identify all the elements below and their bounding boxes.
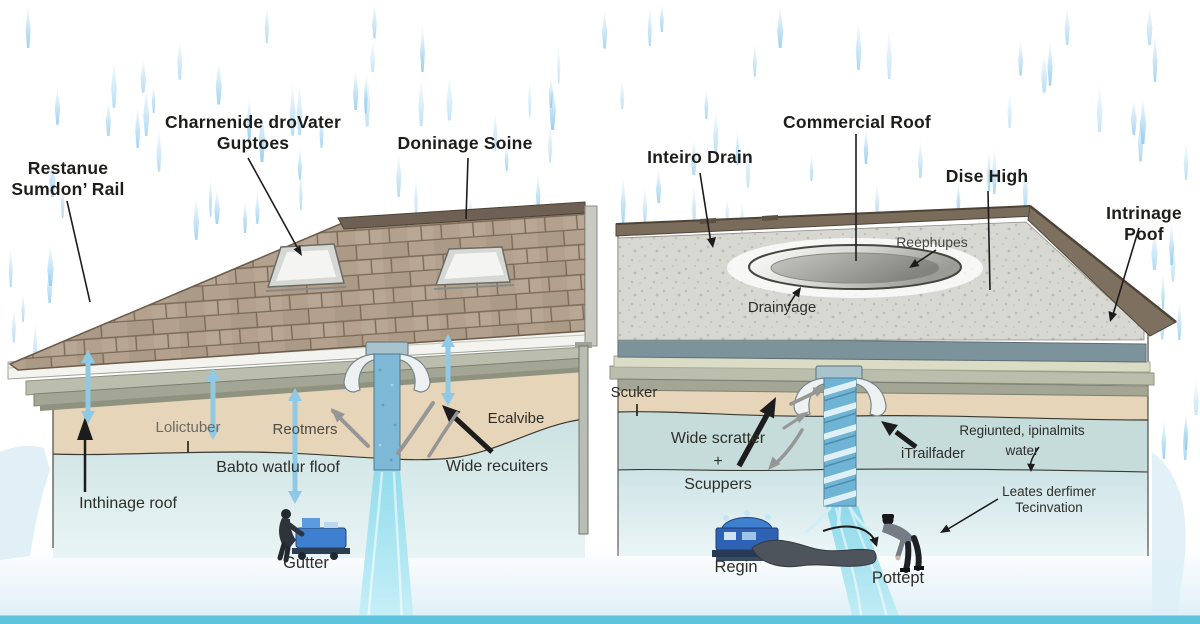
water-section-left [53,419,585,558]
pottept-worker-icon [882,514,924,573]
downspout-left [343,341,431,624]
label-regin: Regin [714,558,758,576]
label-drainage-zone: Doninage Soine [397,133,533,153]
label-pottept: Pottept [871,569,925,587]
annotation-arrowheads [77,237,1117,547]
label-lolictuber: Lolictuber [155,419,221,436]
label-ecalvibe: Ecalvibe [487,410,545,427]
waterline-left [52,418,586,461]
label-wide-scratter-scuppers: Wide scratter + Scuppers [670,430,766,494]
worker-icon [277,509,305,563]
bottom-fade [0,545,1200,617]
gravel-band [617,337,1147,363]
label-commercial-roof: Commercial Roof [783,112,931,132]
label-gutter-system: Charnenide droVater Guptoes [165,112,341,153]
label-leates: Leates derfimer Tecinvation [1002,484,1096,516]
blue-arrowheads [81,334,455,504]
residential-building [7,201,586,558]
water-section-right1 [618,411,1148,472]
label-gutter: Gutter [283,554,329,572]
label-scuker: Scuker [610,384,658,401]
divider-pole [575,342,592,535]
debris-pipe-shape [751,539,877,568]
label-residential-rail: Restanue Sumdon’ Rail [11,158,125,199]
label-drainyage: Drainyage [747,299,817,316]
roof-edge-strip [584,205,598,347]
skylight-icon [433,246,515,290]
label-interior-drain: Inteiro Drain [647,147,753,167]
label-regiunted-water: Regiunted, ipinalmits water [959,423,1085,459]
blue-flow-arrows [85,346,451,492]
regin-machine-icon [712,510,782,561]
roof-drain-icon [727,238,983,298]
label-dise-high: Dise High [945,166,1029,186]
splash [804,506,872,534]
annotation-arrows [66,134,1140,542]
label-inthinage-roof: Inthinage roof [79,495,177,512]
label-intrinage-poof: Intrinage Poof [1106,203,1182,244]
gutter-machine-icon [292,518,350,560]
downspout-pipe [373,353,401,471]
label-reotmers: Reotmers [272,421,338,438]
commercial-building [609,205,1177,556]
bottom-water-bar [0,615,1200,616]
left-ground-wash [0,445,50,560]
gray-arrowheads [331,387,826,470]
skylight-icon [265,243,347,292]
label-wide-recuiters: Wide recuiters [445,458,549,475]
label-trailfader: iTrailfader [901,446,965,462]
label-babto-watlur: Babto watlur floof [216,459,340,476]
label-reephupes: Reephupes [896,234,968,250]
